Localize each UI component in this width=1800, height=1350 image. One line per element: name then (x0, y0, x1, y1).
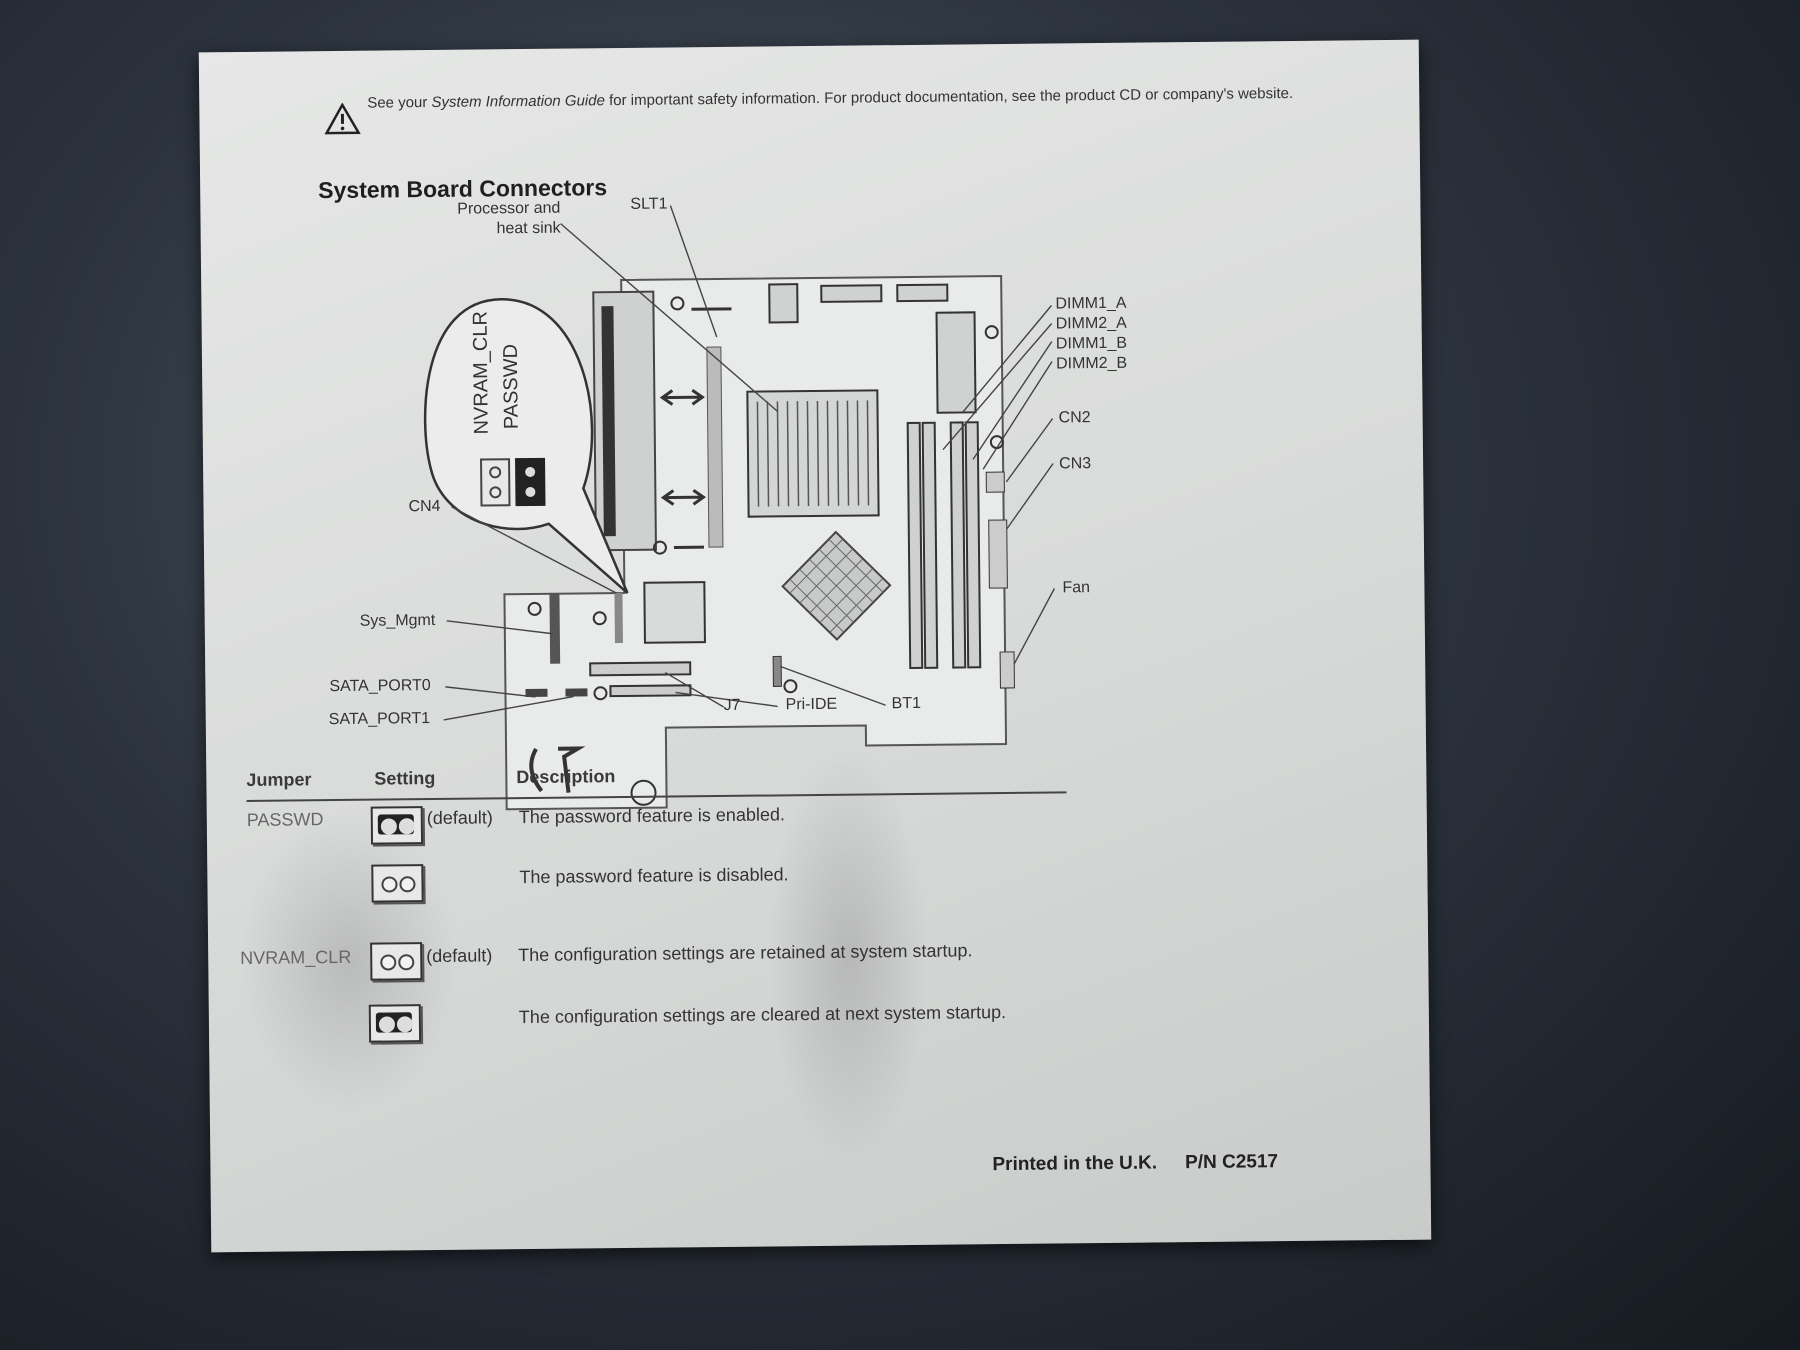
row-description: The configuration settings are cleared a… (518, 1002, 1007, 1028)
cn4-connector (614, 593, 623, 644)
label-sys-mgmt: Sys_Mgmt (359, 611, 436, 630)
jumper-closed-icon (368, 1004, 422, 1043)
cn2-connector (985, 471, 1005, 493)
label-cn4: CN4 (408, 497, 441, 516)
battery-clip (558, 746, 586, 793)
label-callout-passwd: PASSWD (499, 343, 523, 430)
header-setting: Setting (374, 767, 436, 789)
pri-ide-connector (609, 684, 692, 698)
printed-in: Printed in the U.K. (992, 1152, 1158, 1176)
label-cn2: CN2 (1058, 409, 1091, 427)
setting-note: (default) (426, 807, 493, 829)
part-number: P/N C2517 (1185, 1151, 1279, 1174)
heat-sink-fins (756, 400, 870, 507)
label-slt1: SLT1 (630, 195, 668, 213)
sata1-connector (565, 688, 588, 697)
chipset-heatsink (781, 530, 892, 641)
riser-slot (601, 306, 616, 537)
label-dimm1b: DIMM1_B (1055, 334, 1128, 353)
warning-icon (324, 102, 361, 135)
label-sata0: SATA_PORT0 (329, 677, 431, 696)
label-sata1: SATA_PORT1 (328, 710, 431, 729)
rear-io-port (768, 283, 799, 324)
label-callout-nvram: NVRAM_CLR (469, 311, 493, 435)
chip (643, 581, 706, 644)
label-fan: Fan (1062, 579, 1091, 597)
label-pri-ide: Pri-IDE (785, 695, 838, 714)
label-dimm1a: DIMM1_A (1055, 294, 1127, 313)
label-cn3: CN3 (1059, 455, 1092, 473)
callout-jumper-passwd (515, 457, 546, 507)
jumper-closed-icon (370, 806, 424, 845)
battery-clip (529, 747, 544, 793)
cn3-connector (988, 519, 1008, 589)
rear-io-port (896, 283, 949, 303)
slt1-slot (706, 346, 724, 548)
label-processor: Processor and heat sink (457, 199, 561, 238)
footer: Printed in the U.K. P/N C2517 (992, 1151, 1278, 1176)
fan-connector (999, 651, 1015, 689)
label-j7: J7 (723, 696, 741, 714)
label-dimm2b: DIMM2_B (1055, 354, 1128, 373)
document-sheet: See your System Information Guide for im… (198, 39, 1432, 1253)
header-jumper: Jumper (246, 769, 312, 790)
row-description: The password feature is enabled. (518, 804, 786, 828)
heat-sink (746, 389, 880, 518)
sys-mgmt-connector (549, 593, 561, 664)
sata0-connector (525, 688, 548, 698)
callout-jumper-nvram (480, 458, 511, 507)
bt1-battery (772, 655, 782, 687)
jumper-open-icon (370, 942, 423, 981)
leader-lines (443, 205, 1056, 721)
jumper-open-icon (371, 864, 424, 903)
setting-note: (default) (426, 945, 493, 967)
jumper-name: PASSWD (246, 809, 324, 830)
dimm-slots (906, 421, 982, 670)
label-dimm2a: DIMM2_A (1055, 314, 1127, 333)
row-description: The password feature is disabled. (519, 864, 789, 888)
arrows (659, 307, 732, 549)
rear-io-port (820, 284, 883, 303)
jumper-name: NVRAM_CLR (240, 946, 352, 969)
header-description: Description (516, 766, 616, 788)
label-bt1: BT1 (891, 694, 922, 713)
pci-slot (935, 311, 977, 414)
screw-large (630, 779, 657, 806)
system-board-diagram (423, 205, 1056, 811)
j7-connector (589, 661, 692, 677)
